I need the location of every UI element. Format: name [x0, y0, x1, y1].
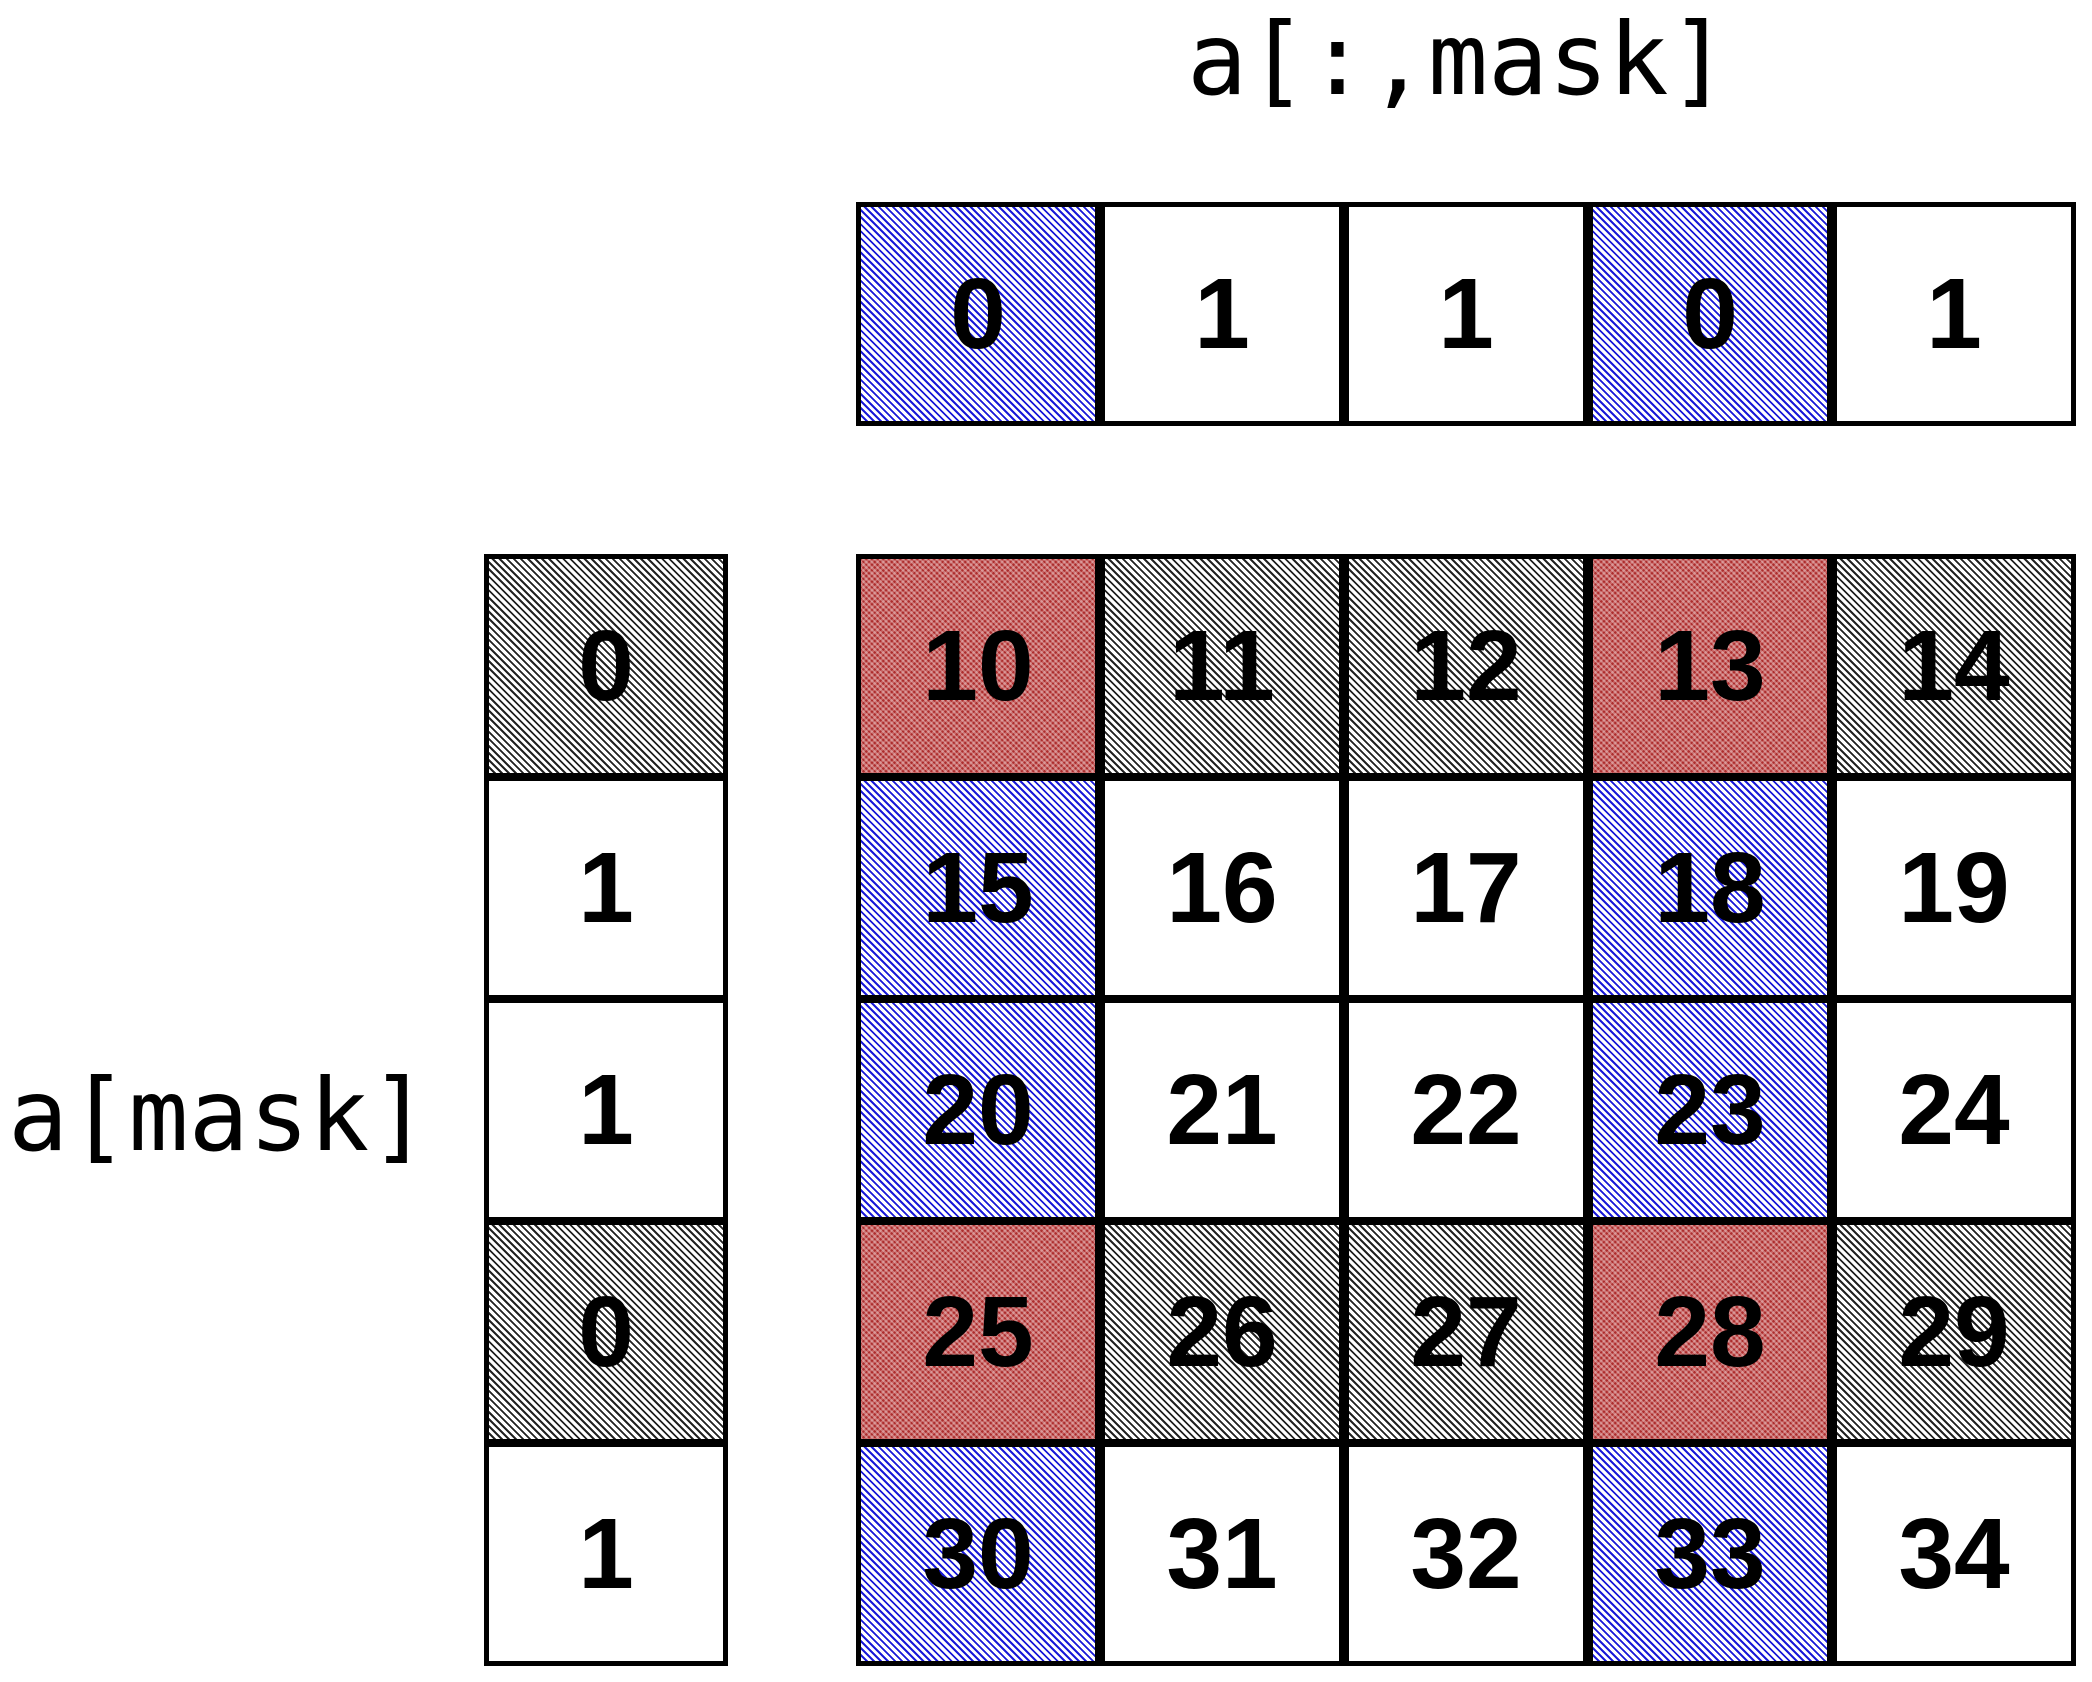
matrix-cell: 21: [1100, 998, 1344, 1222]
matrix-cell: 34: [1832, 1442, 2076, 1666]
matrix-cell: 24: [1832, 998, 2076, 1222]
matrix-cell: 29: [1832, 1220, 2076, 1444]
matrix-cell: 13: [1588, 554, 1832, 778]
matrix-cell: 10: [856, 554, 1100, 778]
matrix-cell: 11: [1100, 554, 1344, 778]
column-mask-cell: 0: [856, 202, 1100, 426]
row-mask-cell: 0: [484, 554, 728, 778]
row-mask-cell: 0: [484, 1220, 728, 1444]
matrix-cell: 18: [1588, 776, 1832, 1000]
column-mask-cell: 1: [1832, 202, 2076, 426]
row-mask-label: a[mask]: [8, 1057, 430, 1174]
row-mask-cell: 1: [484, 998, 728, 1222]
matrix-cell: 12: [1344, 554, 1588, 778]
row-mask-cell: 1: [484, 776, 728, 1000]
column-mask-cell: 1: [1344, 202, 1588, 426]
matrix-cell: 32: [1344, 1442, 1588, 1666]
matrix-cell: 23: [1588, 998, 1832, 1222]
row-mask-cell: 1: [484, 1442, 728, 1666]
matrix-cell: 30: [856, 1442, 1100, 1666]
matrix-cell: 17: [1344, 776, 1588, 1000]
matrix-cell: 25: [856, 1220, 1100, 1444]
matrix-cell: 15: [856, 776, 1100, 1000]
matrix-cell: 28: [1588, 1220, 1832, 1444]
column-mask-label: a[:,mask]: [1187, 1, 1729, 118]
matrix-cell: 16: [1100, 776, 1344, 1000]
column-mask-cell: 1: [1100, 202, 1344, 426]
matrix-cell: 22: [1344, 998, 1588, 1222]
matrix-cell: 19: [1832, 776, 2076, 1000]
matrix-cell: 26: [1100, 1220, 1344, 1444]
matrix-cell: 20: [856, 998, 1100, 1222]
matrix-cell: 33: [1588, 1442, 1832, 1666]
matrix-cell: 27: [1344, 1220, 1588, 1444]
column-mask-cell: 0: [1588, 202, 1832, 426]
matrix-cell: 14: [1832, 554, 2076, 778]
matrix-cell: 31: [1100, 1442, 1344, 1666]
